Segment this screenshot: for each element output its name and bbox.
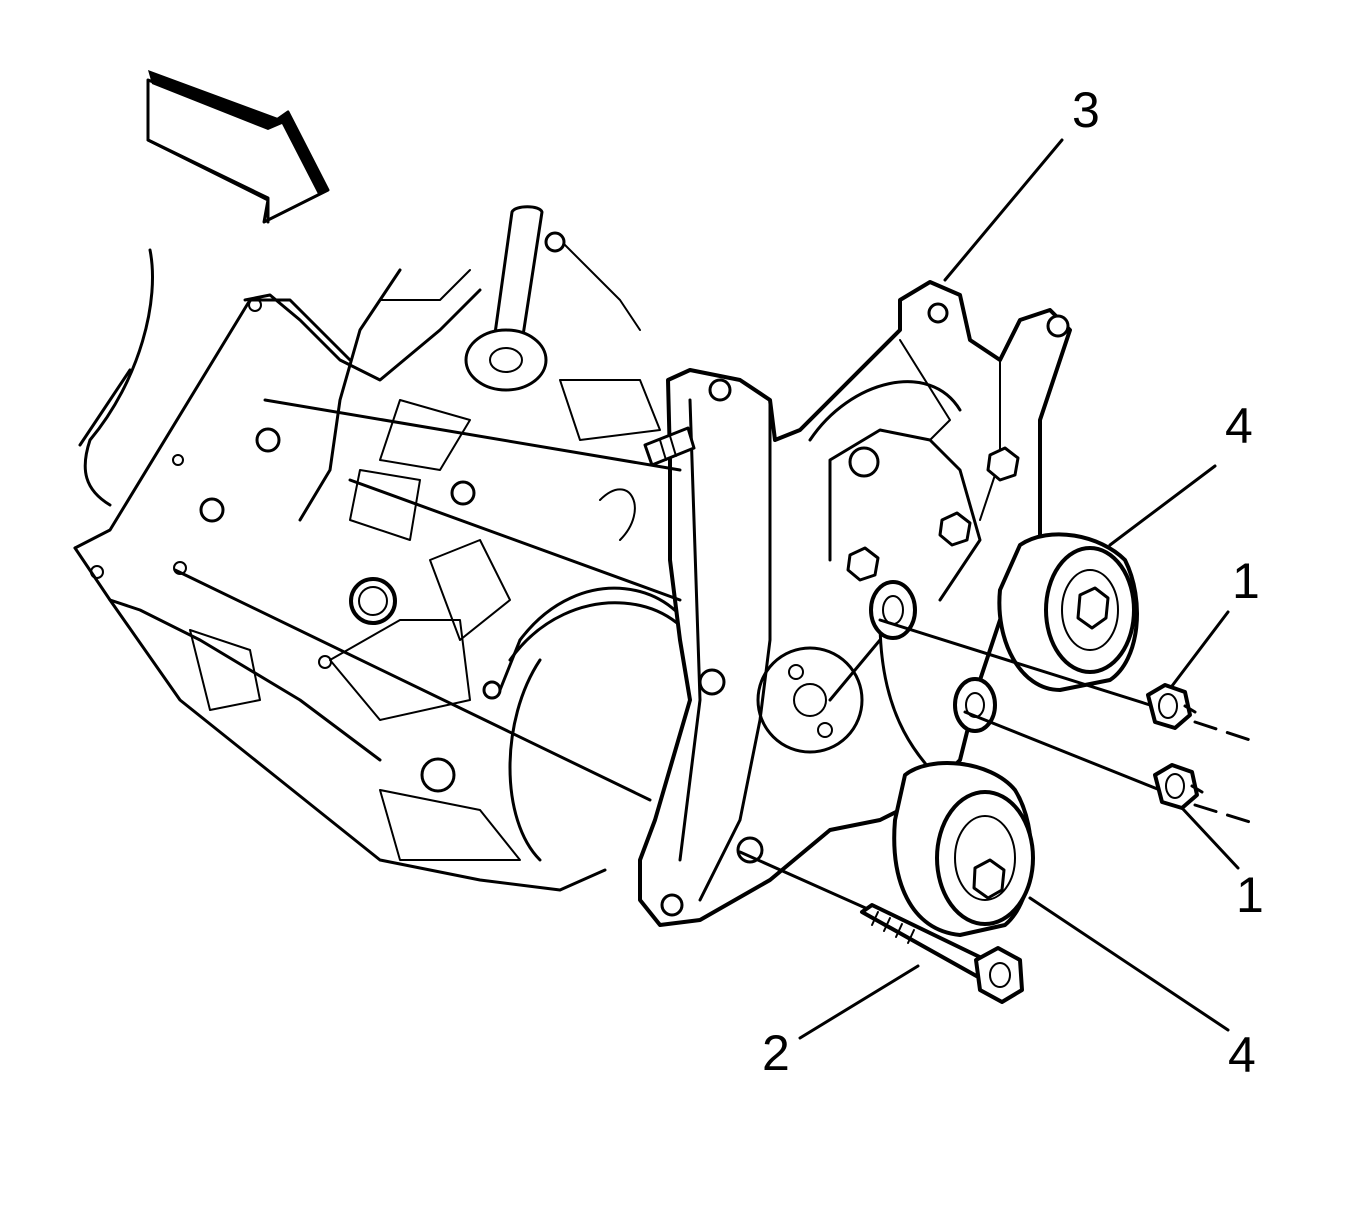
idler-pulley-upper	[997, 532, 1139, 692]
leader-lines	[798, 138, 1240, 1040]
callout-2: 2	[762, 1025, 790, 1081]
callout-3: 3	[1072, 82, 1100, 138]
callout-4-lower: 4	[1228, 1027, 1256, 1083]
bolt	[860, 903, 1024, 1004]
callout-1-lower: 1	[1236, 867, 1264, 923]
callout-4-upper: 4	[1225, 398, 1253, 454]
idler-pulley-lower	[892, 761, 1035, 937]
view-direction-arrow-icon	[146, 70, 330, 224]
alignment-lines	[173, 398, 1252, 912]
nut-upper	[1146, 683, 1197, 730]
engine-block	[73, 205, 707, 892]
callout-1-upper: 1	[1232, 553, 1260, 609]
nut-lower	[1153, 763, 1204, 810]
